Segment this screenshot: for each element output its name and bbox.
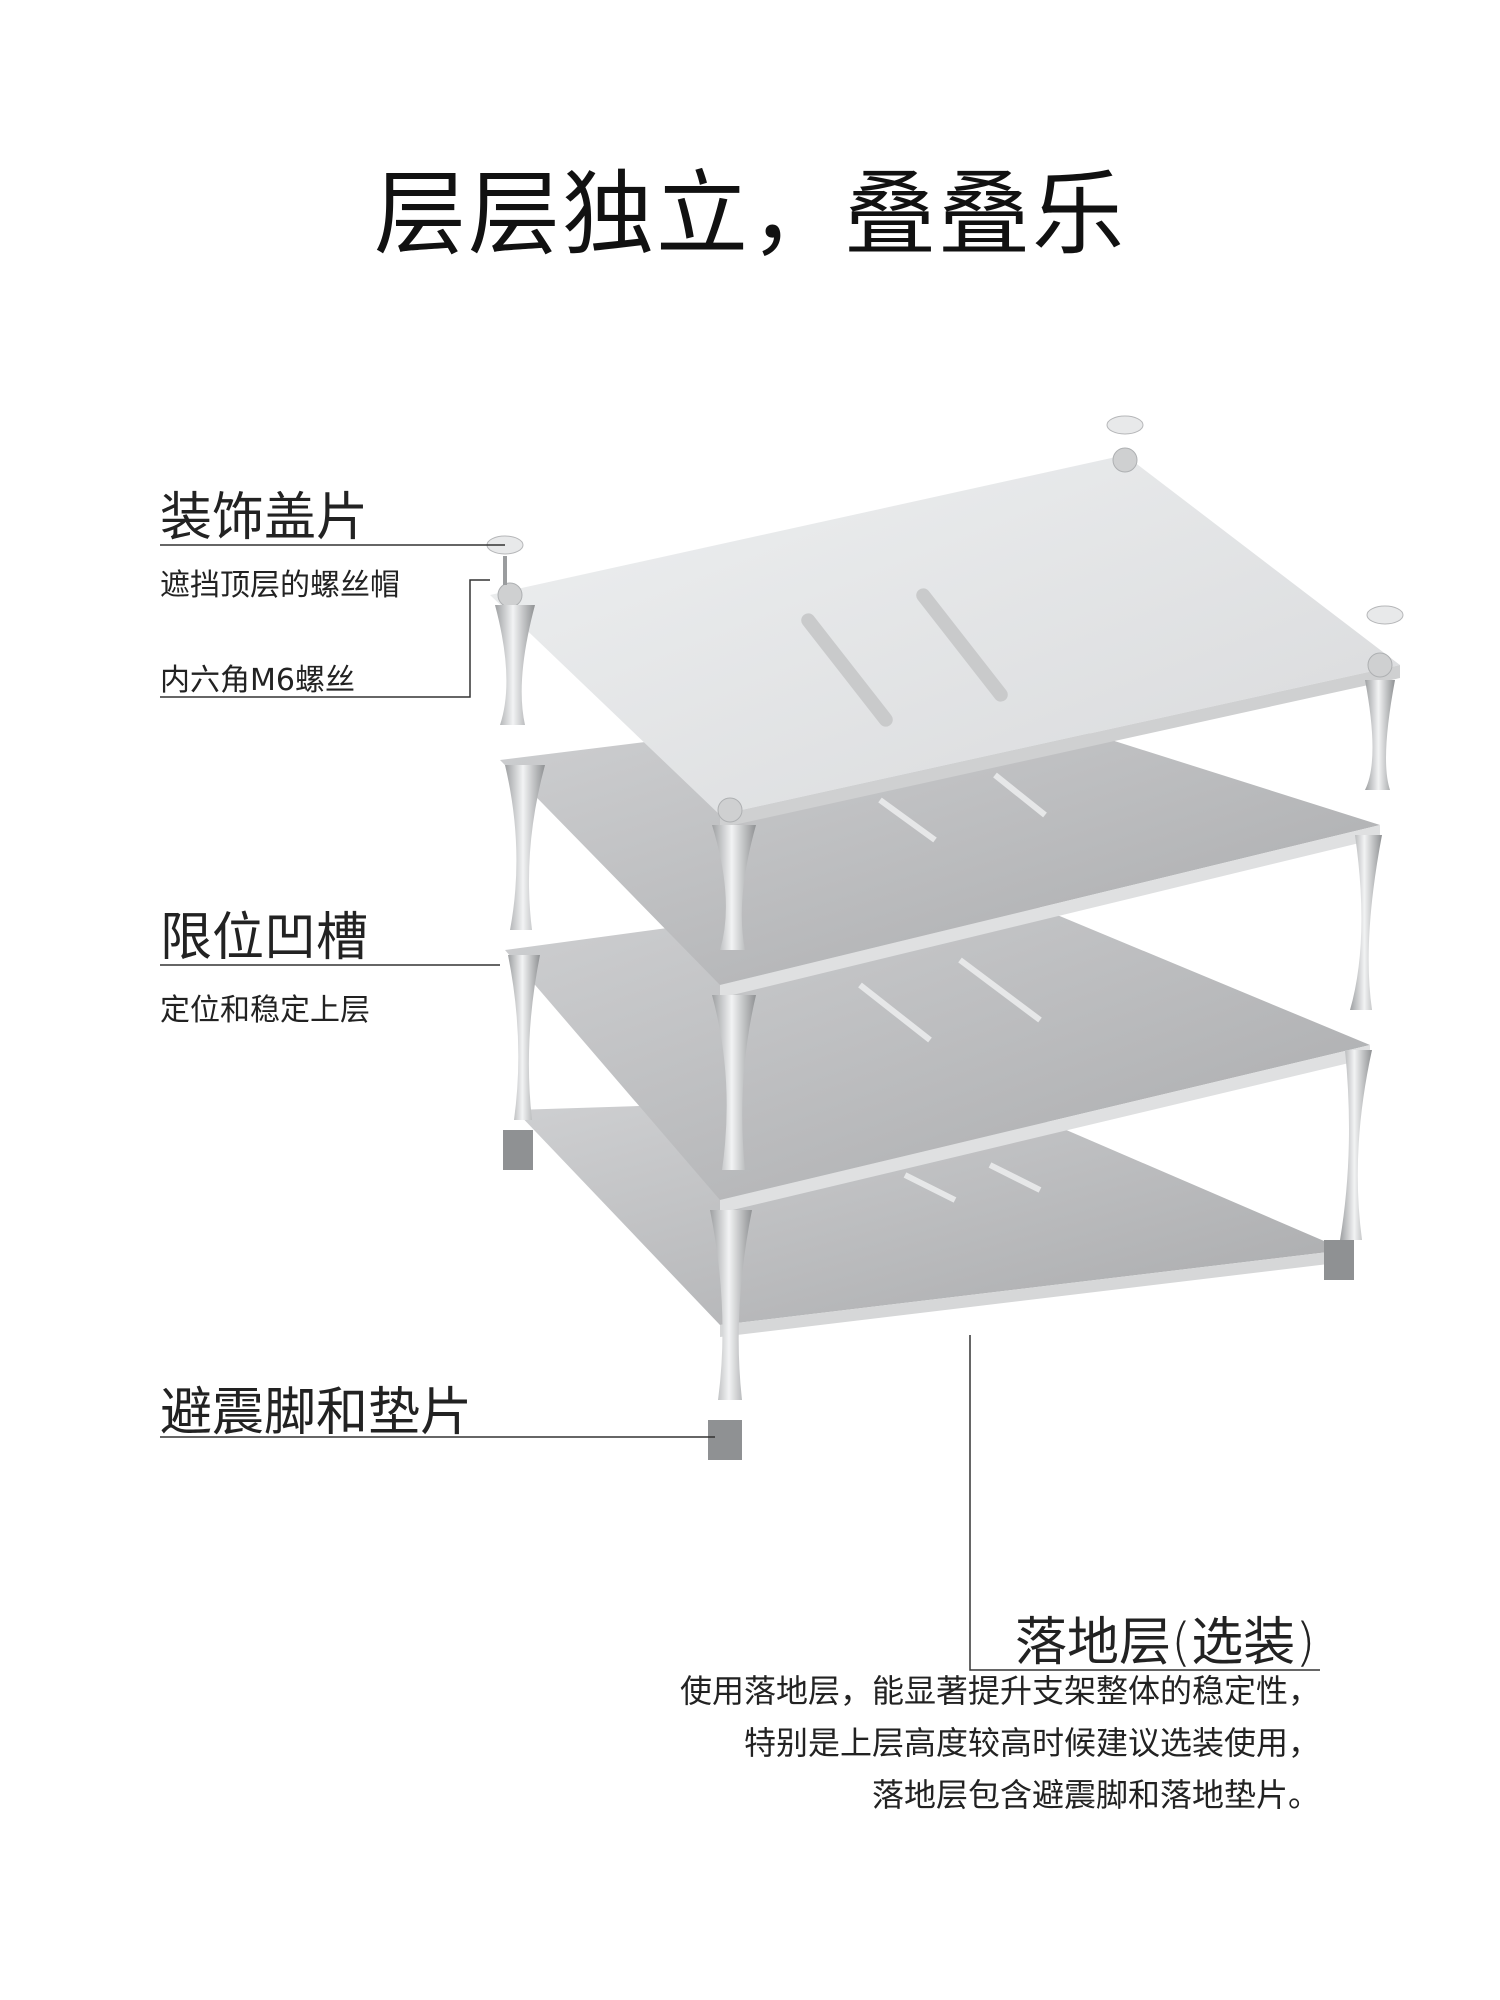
floor-desc-line: 特别是上层高度较高时候建议选装使用， xyxy=(743,1724,1320,1762)
groove-title: 限位凹槽 xyxy=(160,908,369,968)
floor-desc-line: 使用落地层，能显著提升支架整体的稳定性， xyxy=(679,1672,1320,1710)
top-plate xyxy=(490,447,1400,828)
floor-feet xyxy=(503,1130,1354,1460)
legs-middle xyxy=(505,765,1382,1170)
cap-subtitle: 遮挡顶层的螺丝帽 xyxy=(160,568,400,603)
callout-lines xyxy=(160,544,1320,1671)
groove-subtitle: 定位和稳定上层 xyxy=(160,993,370,1028)
floor-desc-line: 落地层包含避震脚和落地垫片。 xyxy=(871,1776,1320,1814)
legs-lower xyxy=(508,955,1372,1400)
screw-title: 内六角M6螺丝 xyxy=(160,663,355,698)
cap-title: 装饰盖片 xyxy=(160,488,369,548)
floor-description: 使用落地层，能显著提升支架整体的稳定性， 特别是上层高度较高时候建议选装使用， … xyxy=(560,1665,1320,1821)
page-title: 层层独立，叠叠乐 xyxy=(373,161,1126,268)
decorative-caps xyxy=(486,415,1404,625)
legs-upper xyxy=(495,605,1395,950)
feet-title: 避震脚和垫片 xyxy=(160,1383,473,1443)
floor-title: 落地层(选装) xyxy=(1015,1613,1316,1673)
